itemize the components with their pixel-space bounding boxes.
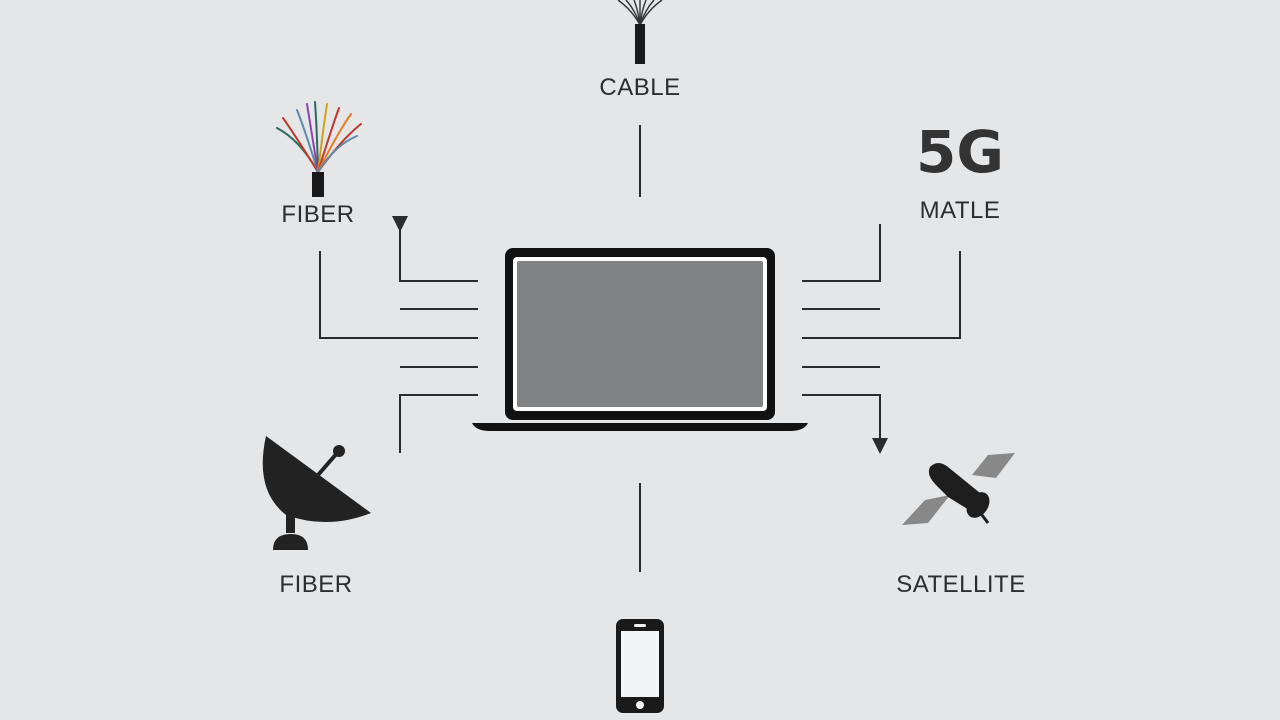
satellite-icon bbox=[902, 453, 1015, 525]
node-label-cable: CABLE bbox=[599, 74, 681, 101]
smartphone-icon bbox=[616, 619, 664, 713]
laptop-icon bbox=[472, 248, 808, 431]
node-label-satellite: SATELLITE bbox=[896, 571, 1026, 598]
cable-bundle-icon bbox=[617, 0, 663, 64]
node-label-fiber-top: FIBER bbox=[281, 201, 355, 228]
fiber-optic-bundle-icon bbox=[276, 101, 362, 197]
5g-text-icon: 5G bbox=[916, 118, 1004, 186]
node-label-5g: MATLE bbox=[919, 197, 1001, 224]
node-label-fiber-bottom: FIBER bbox=[279, 571, 353, 598]
satellite-dish-icon bbox=[262, 436, 371, 550]
